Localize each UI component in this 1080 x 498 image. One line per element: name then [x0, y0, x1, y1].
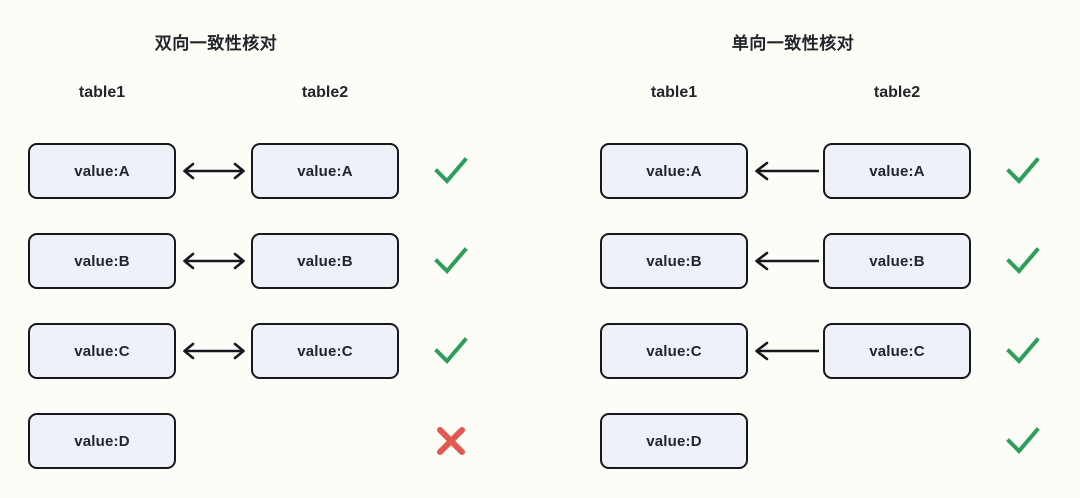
- value-box-table1: value:B: [28, 233, 176, 289]
- value-box-table2: value:C: [251, 323, 399, 379]
- diagram-row: value:B value:B: [540, 233, 1080, 289]
- double-arrow-icon: [176, 233, 251, 289]
- value-box-table2: value:B: [823, 233, 971, 289]
- diagram-row: value:A value:A: [0, 143, 540, 199]
- panel-title: 单向一致性核对: [731, 34, 855, 53]
- double-arrow-icon: [176, 323, 251, 379]
- status-badge-check: [424, 323, 478, 379]
- value-box-table1: value:B: [600, 233, 748, 289]
- value-box-table2: value:A: [823, 143, 971, 199]
- status-badge-check: [996, 143, 1050, 199]
- diagram-row: value:D: [0, 413, 540, 469]
- value-box-table2: value:A: [251, 143, 399, 199]
- value-box-table1: value:A: [28, 143, 176, 199]
- left-arrow-icon: [748, 233, 823, 289]
- column-header-table2: table2: [873, 84, 921, 101]
- diagram-row: value:D: [540, 413, 1080, 469]
- value-box-table2: value:C: [823, 323, 971, 379]
- column-header-table1: table1: [650, 84, 698, 101]
- left-arrow-icon: [748, 143, 823, 199]
- value-box-table1: value:C: [28, 323, 176, 379]
- value-box-table1: value:C: [600, 323, 748, 379]
- value-box-table1: value:A: [600, 143, 748, 199]
- double-arrow-icon: [176, 143, 251, 199]
- value-box-table1: value:D: [28, 413, 176, 469]
- value-box-table1: value:D: [600, 413, 748, 469]
- panel-title: 双向一致性核对: [154, 34, 278, 53]
- column-header-table2: table2: [301, 84, 349, 101]
- panel-unidirectional: 单向一致性核对 table1 table2 value:A value:A va…: [540, 0, 1080, 498]
- status-badge-check: [424, 143, 478, 199]
- status-badge-check: [996, 413, 1050, 469]
- status-badge-check: [996, 233, 1050, 289]
- diagram-row: value:C value:C: [540, 323, 1080, 379]
- panel-bidirectional: 双向一致性核对 table1 table2 value:A value:A: [0, 34, 540, 469]
- status-badge-cross: [424, 413, 478, 469]
- status-badge-check: [424, 233, 478, 289]
- status-badge-check: [996, 323, 1050, 379]
- diagram-row: value:A value:A: [540, 143, 1080, 199]
- value-box-table2: value:B: [251, 233, 399, 289]
- diagram-row: value:C value:C: [0, 323, 540, 379]
- column-header-table1: table1: [78, 84, 126, 101]
- diagram-row: value:B value:B: [0, 233, 540, 289]
- left-arrow-icon: [748, 323, 823, 379]
